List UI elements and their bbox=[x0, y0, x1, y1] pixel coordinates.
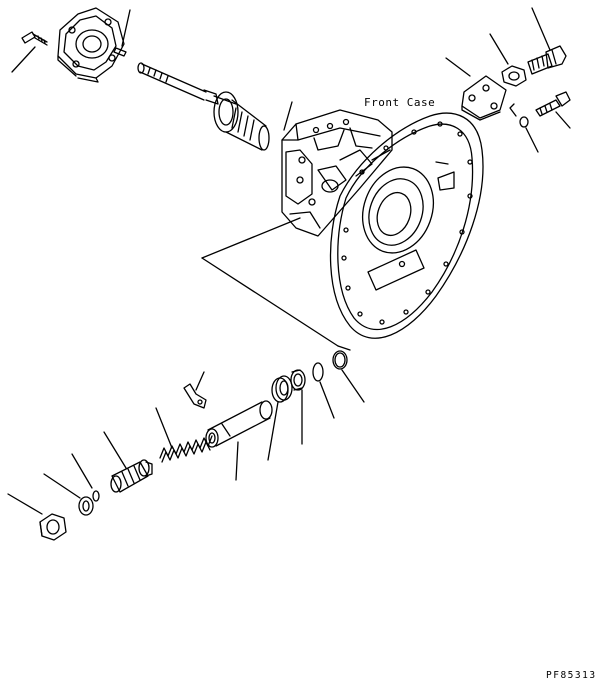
cover-plate bbox=[57, 7, 125, 83]
leader-line bbox=[11, 46, 36, 73]
pump-housing bbox=[281, 109, 393, 237]
front-case-label: Front Case bbox=[364, 96, 435, 109]
input-shaft bbox=[137, 62, 270, 151]
hex-nut bbox=[501, 65, 527, 87]
o-ring bbox=[332, 350, 348, 370]
leader-line bbox=[283, 101, 293, 131]
leader-line bbox=[489, 33, 509, 65]
small-bolt-top-left bbox=[21, 31, 48, 46]
leader-line bbox=[531, 7, 551, 51]
lock-washer bbox=[509, 103, 529, 128]
assembly-bracket-lines bbox=[201, 217, 351, 351]
leader-line bbox=[341, 369, 365, 403]
leader-line bbox=[71, 453, 93, 489]
piston-sleeve bbox=[205, 400, 273, 448]
hex-bolt bbox=[527, 45, 567, 75]
leader-line bbox=[235, 441, 239, 481]
collar bbox=[290, 369, 306, 391]
leader-line bbox=[103, 431, 127, 469]
spring bbox=[159, 435, 213, 463]
figure-code: PF85313 bbox=[546, 670, 597, 681]
leader-line bbox=[121, 9, 131, 47]
mount-plate bbox=[461, 75, 507, 121]
leader-line bbox=[7, 493, 43, 515]
leader-line bbox=[319, 381, 335, 419]
leader-line bbox=[195, 371, 205, 391]
backup-ring bbox=[312, 362, 324, 382]
plug-nut bbox=[39, 513, 67, 541]
leader-line bbox=[445, 57, 471, 77]
valve-spool bbox=[110, 459, 153, 493]
leader-line bbox=[555, 111, 571, 129]
bushing bbox=[271, 375, 293, 403]
leader-line bbox=[155, 407, 173, 449]
stud-bolt bbox=[535, 91, 571, 117]
front-case bbox=[329, 112, 484, 339]
flat-washer bbox=[78, 496, 94, 516]
leader-line bbox=[267, 401, 279, 461]
dowel-pin bbox=[113, 47, 127, 57]
leader-line bbox=[43, 473, 81, 499]
small-o-ring bbox=[92, 490, 100, 502]
retaining-clip bbox=[183, 383, 207, 409]
leader-line bbox=[525, 127, 539, 153]
